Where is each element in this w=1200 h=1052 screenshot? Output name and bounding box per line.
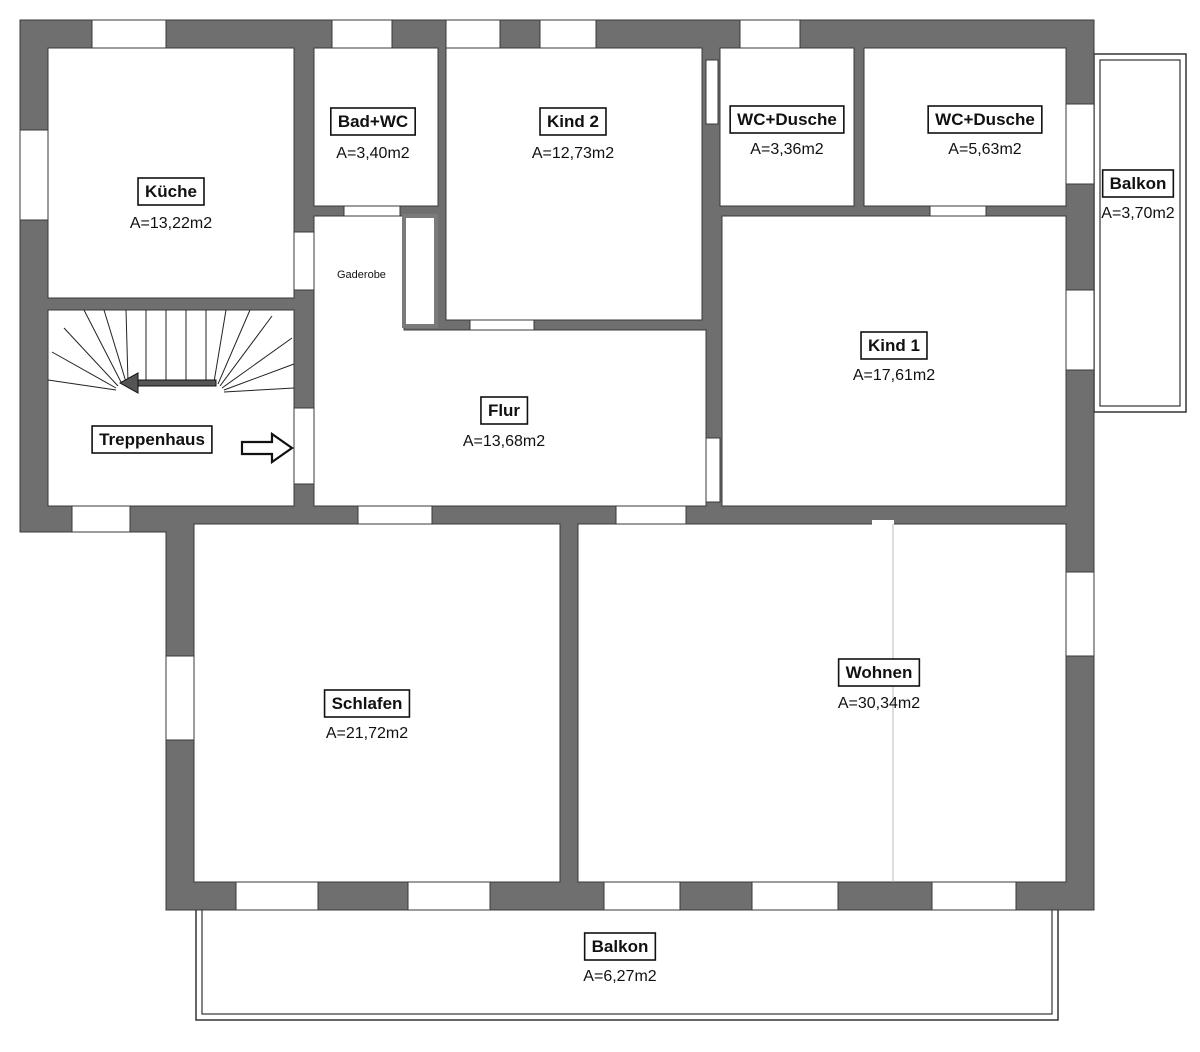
door-opening xyxy=(615,505,687,525)
room-area: A=17,61m2 xyxy=(853,367,935,384)
floor-kind2 xyxy=(445,47,703,321)
room-name-box xyxy=(583,932,657,961)
room-name-box xyxy=(837,658,921,687)
entrance-arrow-right-icon xyxy=(240,431,294,465)
floor-kind1 xyxy=(721,215,1067,507)
door-opening xyxy=(872,520,894,526)
room-label-kind1: Kind 1 A=17,61m2 xyxy=(853,331,935,384)
room-name: Treppenhaus xyxy=(99,430,205,449)
room-label-treppe: Treppenhaus xyxy=(91,425,213,454)
room-area: A=13,68m2 xyxy=(463,433,545,450)
window xyxy=(407,881,491,911)
window xyxy=(739,19,801,49)
room-name: Kind 2 xyxy=(547,112,599,131)
door-opening xyxy=(705,59,719,125)
door-opening xyxy=(469,319,535,331)
window xyxy=(751,881,839,911)
floor-wohnen xyxy=(577,523,1067,883)
room-name-box xyxy=(91,425,213,454)
room-name-box xyxy=(480,396,529,425)
balcony-bottom xyxy=(195,907,1059,1021)
floor-treppe xyxy=(47,309,295,507)
staircase xyxy=(47,309,295,393)
room-area: A=21,72m2 xyxy=(326,725,408,742)
room-name-box xyxy=(539,107,607,136)
room-name-box xyxy=(137,177,205,206)
room-floors xyxy=(47,47,1067,883)
window xyxy=(165,655,195,741)
door-opening xyxy=(293,231,315,291)
window xyxy=(445,19,501,49)
room-name: Küche xyxy=(145,182,197,201)
room-area: A=5,63m2 xyxy=(948,141,1021,158)
room-name: Flur xyxy=(488,401,520,420)
window xyxy=(539,19,597,49)
room-area: A=30,34m2 xyxy=(838,695,920,712)
room-name: Balkon xyxy=(1110,174,1167,193)
gaderobe-label: Gaderobe xyxy=(337,269,386,281)
window xyxy=(331,19,393,49)
window xyxy=(71,505,131,533)
room-name: WC+Dusche xyxy=(737,110,837,129)
stair-direction-arrow-left-icon xyxy=(118,372,217,394)
window xyxy=(1065,103,1095,185)
room-name-box xyxy=(330,107,416,136)
window xyxy=(1065,289,1095,371)
room-area: A=13,22m2 xyxy=(130,215,212,232)
room-area: A=3,70m2 xyxy=(1101,205,1174,222)
wardrobe xyxy=(402,214,438,328)
window xyxy=(91,19,167,49)
room-name-box xyxy=(1101,169,1175,198)
room-area: A=12,73m2 xyxy=(532,145,614,162)
window xyxy=(931,881,1017,911)
door-openings xyxy=(293,59,987,526)
room-area: A=3,36m2 xyxy=(750,141,823,158)
window xyxy=(603,881,681,911)
windows xyxy=(19,19,1095,911)
room-name: WC+Dusche xyxy=(935,110,1035,129)
floor-kueche xyxy=(47,47,295,299)
balcony-side xyxy=(1093,53,1187,413)
room-name-box xyxy=(323,689,411,718)
window xyxy=(19,129,49,221)
room-label-bad: Bad+WC A=3,40m2 xyxy=(330,107,416,162)
room-area: A=3,40m2 xyxy=(336,145,409,162)
door-opening xyxy=(705,437,721,503)
room-name-box xyxy=(927,105,1043,134)
window xyxy=(1065,571,1095,657)
room-name: Bad+WC xyxy=(338,112,408,131)
window xyxy=(235,881,319,911)
room-name: Kind 1 xyxy=(868,336,920,355)
room-area: A=6,27m2 xyxy=(583,968,656,985)
door-opening xyxy=(357,505,433,525)
room-label-kind2: Kind 2 A=12,73m2 xyxy=(532,107,614,162)
room-name: Schlafen xyxy=(332,694,403,713)
door-opening xyxy=(293,407,315,485)
room-name: Balkon xyxy=(592,937,649,956)
room-name-box xyxy=(860,331,928,360)
door-opening xyxy=(343,205,401,217)
door-opening xyxy=(929,205,987,217)
room-name-box xyxy=(729,105,845,134)
room-name: Wohnen xyxy=(846,663,913,682)
